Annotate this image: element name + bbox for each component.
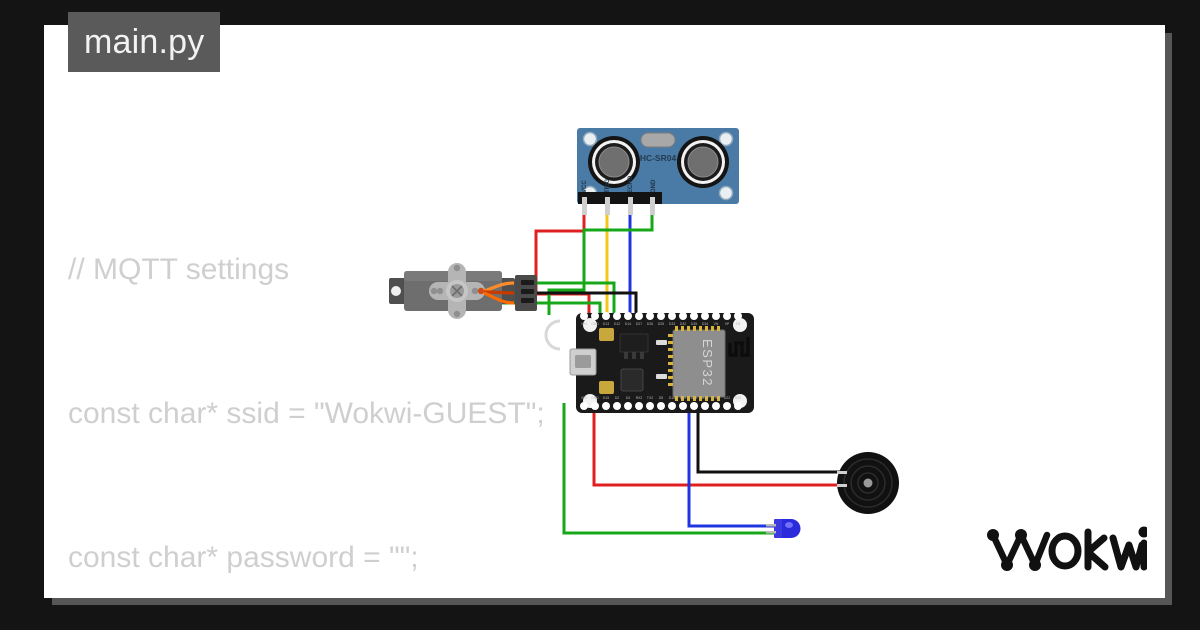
file-tab-label: main.py: [84, 23, 205, 61]
code-editor-text: // MQTT settings const char* ssid = "Wok…: [68, 150, 1128, 598]
code-line: const char* ssid = "Wokwi-GUEST";: [68, 397, 545, 430]
simulation-canvas: // MQTT settings const char* ssid = "Wok…: [44, 25, 1165, 598]
wokwi-logo-mark: [987, 526, 1150, 571]
file-tab-main-py[interactable]: main.py: [68, 12, 221, 72]
code-line: const char* password = "";: [68, 541, 419, 574]
wokwi-logo: [987, 521, 1150, 580]
code-line: // MQTT settings: [68, 253, 290, 286]
